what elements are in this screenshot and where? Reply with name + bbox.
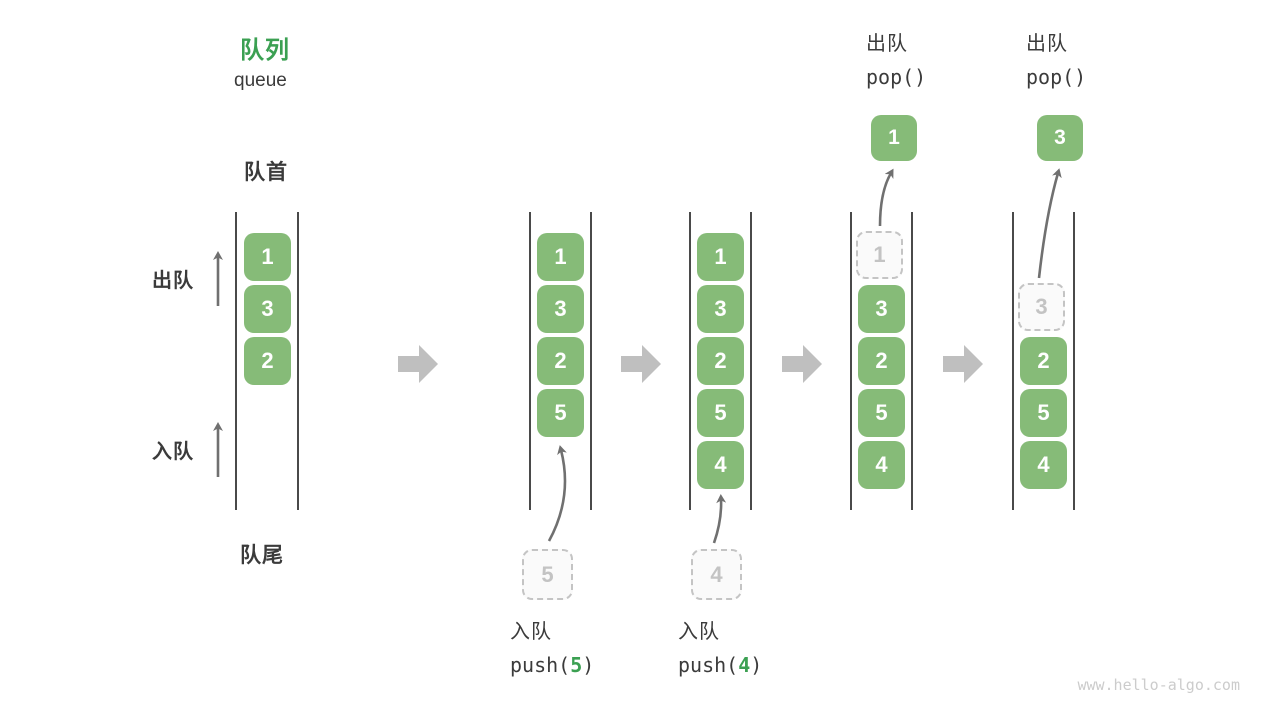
op-code: pop()	[866, 65, 927, 89]
element-value: 4	[710, 561, 723, 587]
enqueue-direction-label: 入队	[152, 441, 194, 463]
diagram-title: 队列	[240, 37, 290, 64]
op-fn: push(	[510, 653, 571, 677]
queue-element: 5	[537, 389, 584, 437]
op-arg: 4	[738, 653, 751, 677]
element-value: 5	[541, 561, 554, 587]
website-watermark: www.hello-algo.com	[1077, 676, 1240, 694]
element-value: 3	[714, 296, 727, 321]
staging-element-5: 5	[522, 549, 573, 600]
element-value: 2	[261, 348, 274, 373]
element-value: 1	[873, 242, 886, 267]
queue-wall	[1012, 212, 1014, 510]
op-fn-close: )	[582, 653, 595, 677]
queue-element: 3	[858, 285, 905, 333]
queue-wall	[850, 212, 852, 510]
element-value: 5	[1037, 400, 1050, 425]
queue-wall	[297, 212, 299, 510]
queue-wall	[590, 212, 592, 510]
queue-element: 1	[697, 233, 744, 281]
element-value: 5	[875, 400, 888, 425]
op-fn-close: )	[750, 653, 763, 677]
op-name: 入队	[678, 621, 720, 643]
queue-element: 3	[537, 285, 584, 333]
element-value: 4	[1037, 452, 1050, 477]
element-value: 3	[875, 296, 888, 321]
push-operation-label-1: 入队 push(5)	[510, 622, 594, 675]
pop-operation-label-1: 出队 pop()	[866, 34, 926, 87]
element-value: 4	[714, 452, 727, 477]
push-4-arrow	[712, 494, 727, 544]
popped-element-1: 1	[871, 115, 917, 161]
element-value: 1	[261, 244, 274, 269]
queue-wall	[529, 212, 531, 510]
queue-element: 2	[537, 337, 584, 385]
queue-element: 2	[858, 337, 905, 385]
op-name: 出队	[1026, 33, 1068, 55]
pop-1-arrow	[878, 168, 894, 227]
element-value: 3	[261, 296, 274, 321]
element-value: 1	[554, 244, 567, 269]
diagram-subtitle: queue	[234, 70, 287, 91]
queue-element: 2	[697, 337, 744, 385]
queue-element: 4	[858, 441, 905, 489]
queue-wall	[689, 212, 691, 510]
queue-wall	[911, 212, 913, 510]
queue-element: 1	[244, 233, 291, 281]
queue-element: 2	[1020, 337, 1067, 385]
queue-element: 3	[697, 285, 744, 333]
dequeue-direction-label: 出队	[152, 270, 194, 292]
removed-element-slot: 1	[856, 231, 903, 279]
queue-element: 5	[697, 389, 744, 437]
op-code: push(5)	[510, 655, 594, 675]
element-value: 2	[554, 348, 567, 373]
queue-wall	[750, 212, 752, 510]
element-value: 1	[714, 244, 727, 269]
queue-front-label: 队首	[244, 161, 288, 184]
element-value: 2	[1037, 348, 1050, 373]
push-operation-label-2: 入队 push(4)	[678, 622, 762, 675]
op-code: pop()	[1026, 65, 1087, 89]
element-value: 5	[714, 400, 727, 425]
queue-element: 5	[858, 389, 905, 437]
queue-wall	[1073, 212, 1075, 510]
op-code: push(4)	[678, 655, 762, 675]
queue-element: 4	[1020, 441, 1067, 489]
op-name: 出队	[866, 33, 908, 55]
queue-wall	[235, 212, 237, 510]
element-value: 3	[1054, 126, 1066, 149]
queue-rear-label: 队尾	[240, 544, 284, 567]
element-value: 4	[875, 452, 888, 477]
queue-element: 2	[244, 337, 291, 385]
queue-element: 5	[1020, 389, 1067, 437]
queue-element: 1	[537, 233, 584, 281]
pop-3-arrow	[1037, 168, 1062, 279]
queue-element: 3	[244, 285, 291, 333]
op-fn: push(	[678, 653, 739, 677]
staging-element-4: 4	[691, 549, 742, 600]
op-arg: 5	[570, 653, 583, 677]
removed-element-slot: 3	[1018, 283, 1065, 331]
popped-element-3: 3	[1037, 115, 1083, 161]
element-value: 3	[554, 296, 567, 321]
op-name: 入队	[510, 621, 552, 643]
element-value: 5	[554, 400, 567, 425]
element-value: 2	[875, 348, 888, 373]
queue-element: 4	[697, 441, 744, 489]
pop-operation-label-2: 出队 pop()	[1026, 34, 1086, 87]
element-value: 1	[888, 126, 900, 149]
element-value: 2	[714, 348, 727, 373]
push-5-arrow	[547, 445, 567, 542]
element-value: 3	[1035, 294, 1048, 319]
